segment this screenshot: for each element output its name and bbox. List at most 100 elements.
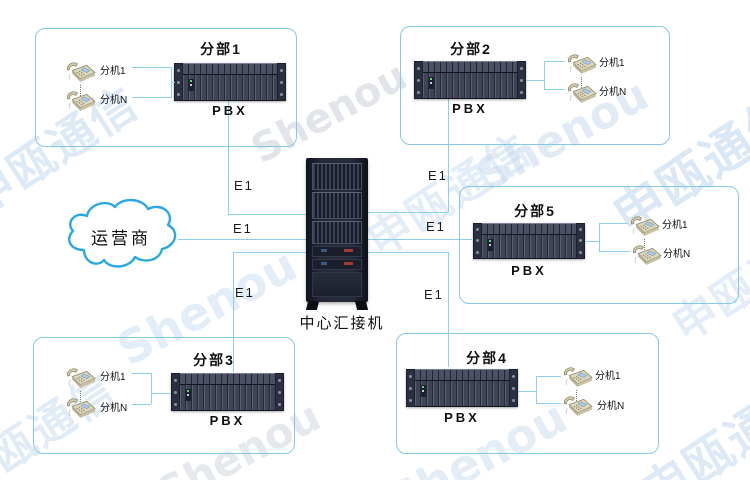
e1-label: E1 — [426, 219, 446, 234]
extension-label: 分机N — [599, 87, 627, 98]
blank-panel — [312, 272, 362, 297]
central-rack-label: 中心汇接机 — [299, 315, 385, 332]
extension-line — [536, 403, 561, 404]
pbx-device — [414, 61, 526, 99]
connection-line-branch1 — [228, 214, 308, 215]
ellipsis-dots — [581, 77, 583, 88]
extension-label: 分机1 — [599, 58, 625, 69]
central-rack — [304, 158, 370, 312]
connection-line-branch4 — [368, 252, 448, 253]
extension-line — [518, 391, 536, 392]
branch-box-3: 分部3 PBX 分机1 分机N — [33, 337, 295, 454]
pbx-label: PBX — [209, 413, 246, 428]
rack-ear — [275, 373, 284, 411]
extension-label: 分机1 — [100, 66, 126, 77]
pbx-device — [171, 373, 284, 411]
connection-line-branch4 — [448, 252, 449, 367]
extension-line — [132, 67, 171, 68]
branch-box-5: 分部5 PBX 分机1 分机N — [459, 186, 739, 304]
extension-bus — [599, 223, 600, 251]
e1-label: E1 — [233, 221, 253, 236]
phone-icon — [64, 393, 97, 420]
connection-line-branch2 — [366, 212, 448, 213]
rack-ear — [576, 223, 585, 259]
cloud-shape — [68, 198, 177, 268]
e1-label: E1 — [234, 178, 254, 193]
connection-line-branch1 — [228, 100, 229, 214]
e1-label: E1 — [424, 287, 444, 302]
phone-icon — [565, 49, 598, 76]
phone-icon — [64, 86, 97, 113]
extension-label: 分机1 — [662, 220, 688, 231]
extension-line — [599, 251, 630, 252]
phone-icon — [64, 363, 97, 390]
extension-line — [132, 373, 151, 374]
card-cage — [312, 192, 362, 219]
rack-ear — [414, 61, 423, 99]
ellipsis-dots — [80, 391, 82, 402]
ellipsis-dots — [80, 85, 82, 96]
pbx-label: PBX — [212, 103, 248, 118]
e1-label: E1 — [428, 168, 448, 183]
extension-label: 分机N — [663, 249, 691, 260]
extension-line — [132, 404, 151, 405]
extension-line — [544, 89, 565, 90]
branch-box-1: 分部1 PBX 分机1 分机N — [35, 28, 297, 147]
card-cage — [312, 221, 362, 244]
e1-label: E1 — [235, 285, 255, 300]
extension-line — [526, 80, 544, 81]
extension-line — [544, 61, 565, 62]
phone-icon — [628, 211, 661, 238]
extension-label: 分机1 — [100, 372, 126, 383]
rack-cabinet — [306, 158, 368, 302]
rack-ear — [277, 63, 286, 101]
extension-line — [599, 223, 628, 224]
ellipsis-dots — [576, 390, 578, 401]
phone-icon — [565, 78, 598, 105]
ellipsis-dots — [644, 239, 646, 250]
branch-title: 分部4 — [466, 350, 508, 366]
phone-icon — [630, 240, 663, 267]
rack-feet — [304, 301, 370, 310]
rack-ear — [406, 369, 415, 407]
connection-line-branch2 — [448, 98, 449, 212]
extension-line — [151, 393, 171, 394]
display-unit — [312, 246, 362, 257]
branch-title: 分部2 — [450, 41, 492, 57]
pbx-device — [174, 63, 286, 101]
rack-ear — [509, 369, 518, 407]
extension-bus — [544, 61, 545, 90]
pbx-device — [406, 369, 518, 407]
pbx-label: PBX — [452, 101, 488, 116]
cloud-label: 运营商 — [91, 229, 151, 248]
extension-label: 分机N — [597, 401, 625, 412]
extension-bus — [151, 373, 152, 404]
connection-line-branch3 — [233, 252, 308, 253]
branch-box-4: 分部4 PBX 分机1 分机N — [396, 333, 659, 454]
connection-line-branch3 — [233, 252, 234, 372]
pbx-label: PBX — [511, 263, 547, 278]
rack-ear — [171, 373, 180, 411]
extension-label: 分机N — [100, 95, 128, 106]
extension-line — [585, 241, 599, 242]
branch-title: 分部1 — [200, 41, 242, 57]
branch-box-2: 分部2 PBX 分机1 分机N — [400, 26, 670, 145]
extension-line — [536, 376, 561, 377]
rack-ear — [517, 61, 526, 99]
extension-line — [132, 97, 171, 98]
rack-ear — [473, 223, 482, 259]
extension-label: 分机1 — [595, 371, 621, 382]
card-cage — [312, 163, 362, 190]
branch-title: 分部5 — [514, 203, 556, 219]
phone-icon — [64, 57, 97, 84]
extension-line — [171, 82, 175, 83]
extension-bus — [536, 376, 537, 403]
branch-title: 分部3 — [193, 352, 235, 368]
pbx-label: PBX — [444, 410, 480, 425]
extension-label: 分机N — [100, 403, 128, 414]
rack-ear — [174, 63, 183, 101]
display-unit — [312, 259, 362, 270]
phone-icon — [561, 391, 594, 418]
pbx-device — [473, 223, 585, 259]
